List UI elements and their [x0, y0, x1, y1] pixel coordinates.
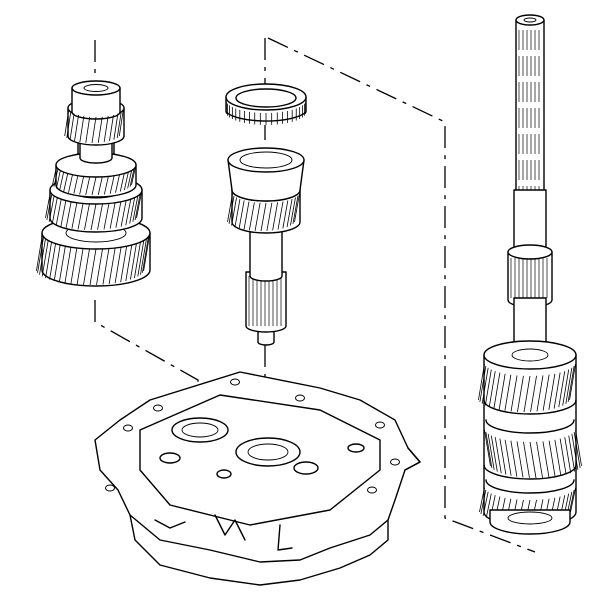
mainshaft-assembly — [478, 14, 582, 535]
input-shaft-gear — [227, 147, 305, 346]
input-spline-stem — [245, 271, 287, 333]
mainshaft-spline — [515, 19, 545, 201]
countershaft-cluster-gear — [35, 80, 151, 287]
input-bore — [235, 437, 301, 467]
leader-mainshaft-alignment — [267, 37, 536, 553]
countershaft-bore — [171, 417, 229, 443]
countershaft-bearing — [71, 87, 121, 120]
transmission-housing-plate — [94, 371, 421, 586]
input-gear-teeth — [231, 189, 301, 234]
synchronizer-ring — [225, 83, 307, 125]
